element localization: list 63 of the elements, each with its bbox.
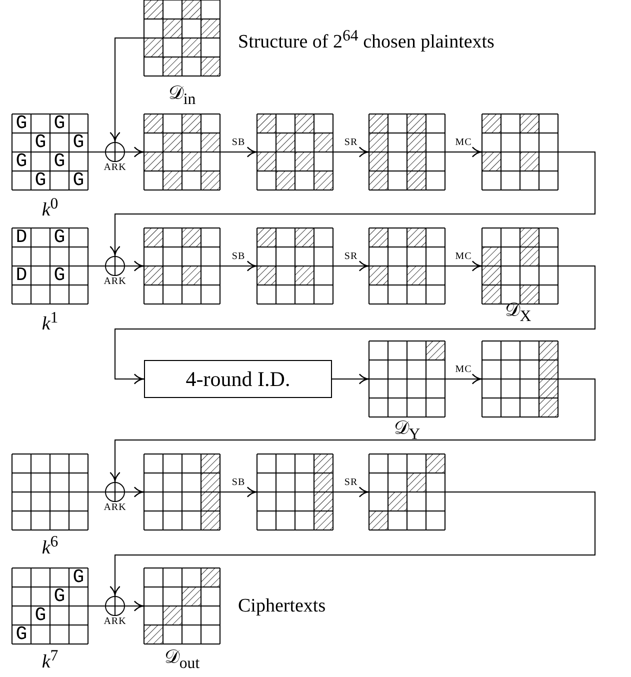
- key-byte-label: D: [14, 266, 28, 285]
- state-caption: k$^{1}$: [42, 310, 58, 334]
- state-grid: [144, 0, 220, 76]
- operation-label: ARK: [104, 617, 126, 627]
- key-byte-label: G: [14, 625, 28, 644]
- edge-label: MC: [455, 138, 472, 148]
- edge-label: SR: [344, 138, 358, 148]
- xor-symbol: [105, 596, 125, 616]
- state-grid: [257, 114, 333, 190]
- edge-label: SB: [232, 478, 246, 488]
- state-grid: [144, 454, 220, 530]
- state-grid: [369, 341, 445, 417]
- key-byte-label: G: [52, 114, 66, 133]
- operation-label: ARK: [104, 163, 126, 173]
- operation-label: ARK: [104, 503, 126, 513]
- key-byte-label: G: [14, 152, 28, 171]
- key-byte-label: G: [52, 266, 66, 285]
- key-byte-label: G: [52, 152, 66, 171]
- operation-label: ARK: [104, 277, 126, 287]
- xor-symbol: [105, 256, 125, 276]
- state-grid: [257, 454, 333, 530]
- key-byte-label: G: [14, 114, 28, 133]
- edge-label: SR: [344, 478, 358, 488]
- state-grid: [257, 228, 333, 304]
- state-caption: k$^{7}$: [42, 648, 58, 672]
- process-box: 4-round I.D.: [144, 360, 332, 398]
- edge-label: SB: [232, 252, 246, 262]
- key-byte-label: G: [52, 228, 66, 247]
- state-grid: [144, 114, 220, 190]
- state-caption: k$^{0}$: [42, 196, 58, 220]
- edge-label: SR: [344, 252, 358, 262]
- xor-symbol: [105, 142, 125, 162]
- description-text: Ciphertexts: [238, 596, 326, 616]
- state-grid: [369, 228, 445, 304]
- state-grid: [482, 228, 558, 304]
- xor-symbol: [105, 482, 125, 502]
- state-grid: [12, 454, 88, 530]
- state-grid: [369, 454, 445, 530]
- key-byte-label: G: [72, 568, 86, 587]
- key-byte-label: G: [72, 171, 86, 190]
- state-grid: [144, 568, 220, 644]
- state-grid: [12, 114, 88, 190]
- description-text: Structure of 2$^{64}$ chosen plaintexts: [238, 28, 494, 52]
- edge-label: MC: [455, 365, 472, 375]
- key-byte-label: G: [34, 171, 48, 190]
- state-grid: [482, 341, 558, 417]
- state-caption: 𝒟$_{out}$: [164, 648, 200, 672]
- state-grid: [12, 228, 88, 304]
- edge-label: MC: [455, 252, 472, 262]
- state-grid: [369, 114, 445, 190]
- state-caption: 𝒟$_{Y}$: [394, 419, 420, 443]
- state-grid: [12, 568, 88, 644]
- edge-label: SB: [232, 138, 246, 148]
- key-byte-label: G: [52, 587, 66, 606]
- key-byte-label: G: [34, 133, 48, 152]
- key-byte-label: G: [34, 606, 48, 625]
- key-byte-label: D: [14, 228, 28, 247]
- key-byte-label: G: [72, 133, 86, 152]
- state-caption: 𝒟$_{X}$: [504, 301, 532, 325]
- state-caption: 𝒟$_{in}$: [168, 84, 196, 108]
- state-caption: k$^{6}$: [42, 534, 58, 558]
- state-grid: [482, 114, 558, 190]
- state-grid: [144, 228, 220, 304]
